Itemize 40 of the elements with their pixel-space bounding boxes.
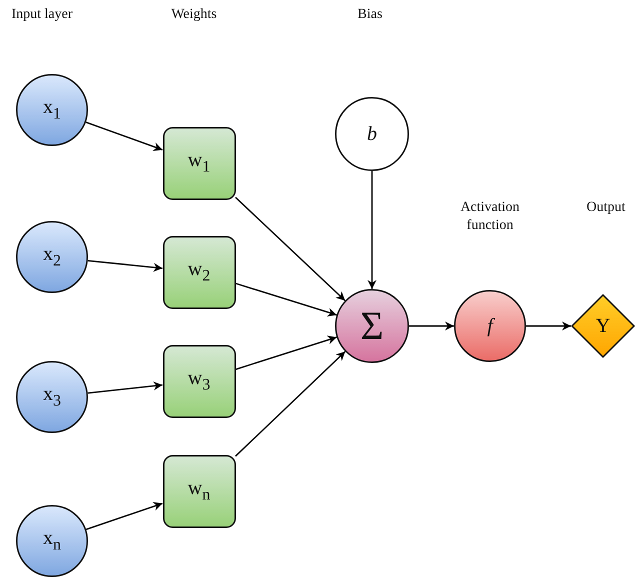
weight-box	[162, 126, 236, 200]
node-label: w$_{3}$	[188, 368, 210, 394]
node-label: Y	[596, 316, 610, 336]
column-heading: Weights	[170, 6, 218, 24]
bias-node	[335, 97, 409, 171]
arrow	[235, 351, 346, 457]
arrow	[235, 282, 337, 317]
arrow	[86, 122, 163, 152]
arrow	[235, 196, 346, 302]
input-node	[16, 361, 88, 433]
node-label: x$_{2}$	[43, 244, 61, 270]
arrow	[409, 322, 454, 330]
arrow	[526, 322, 571, 330]
node-label: w$_{1}$	[188, 150, 210, 176]
weight-box	[162, 344, 236, 418]
column-heading: Input layer	[10, 6, 74, 24]
sigma-symbol: Σ	[360, 306, 384, 346]
input-node	[16, 74, 88, 146]
node-label: w$_{2}$	[188, 259, 210, 285]
input-node	[16, 505, 88, 577]
weight-box	[162, 454, 236, 528]
output-diamond	[571, 294, 635, 358]
arrow	[235, 336, 337, 370]
node-label: w$_{n}$	[188, 478, 210, 504]
node-label: b	[367, 124, 377, 144]
arrow	[88, 260, 163, 272]
arrow	[368, 171, 376, 289]
column-heading: Bias	[356, 6, 384, 24]
arrow	[88, 381, 163, 394]
activation-node	[454, 290, 526, 362]
node-label: x$_{n}$	[43, 528, 61, 554]
column-heading: Output	[586, 199, 626, 217]
arrow	[86, 502, 163, 530]
input-node	[16, 221, 88, 293]
weight-box	[162, 236, 236, 308]
summation-node	[335, 289, 409, 363]
column-heading: Activation function	[459, 199, 521, 236]
node-label: x$_{3}$	[43, 384, 61, 410]
node-label: x$_{1}$	[43, 97, 61, 123]
node-label: f	[487, 316, 493, 336]
